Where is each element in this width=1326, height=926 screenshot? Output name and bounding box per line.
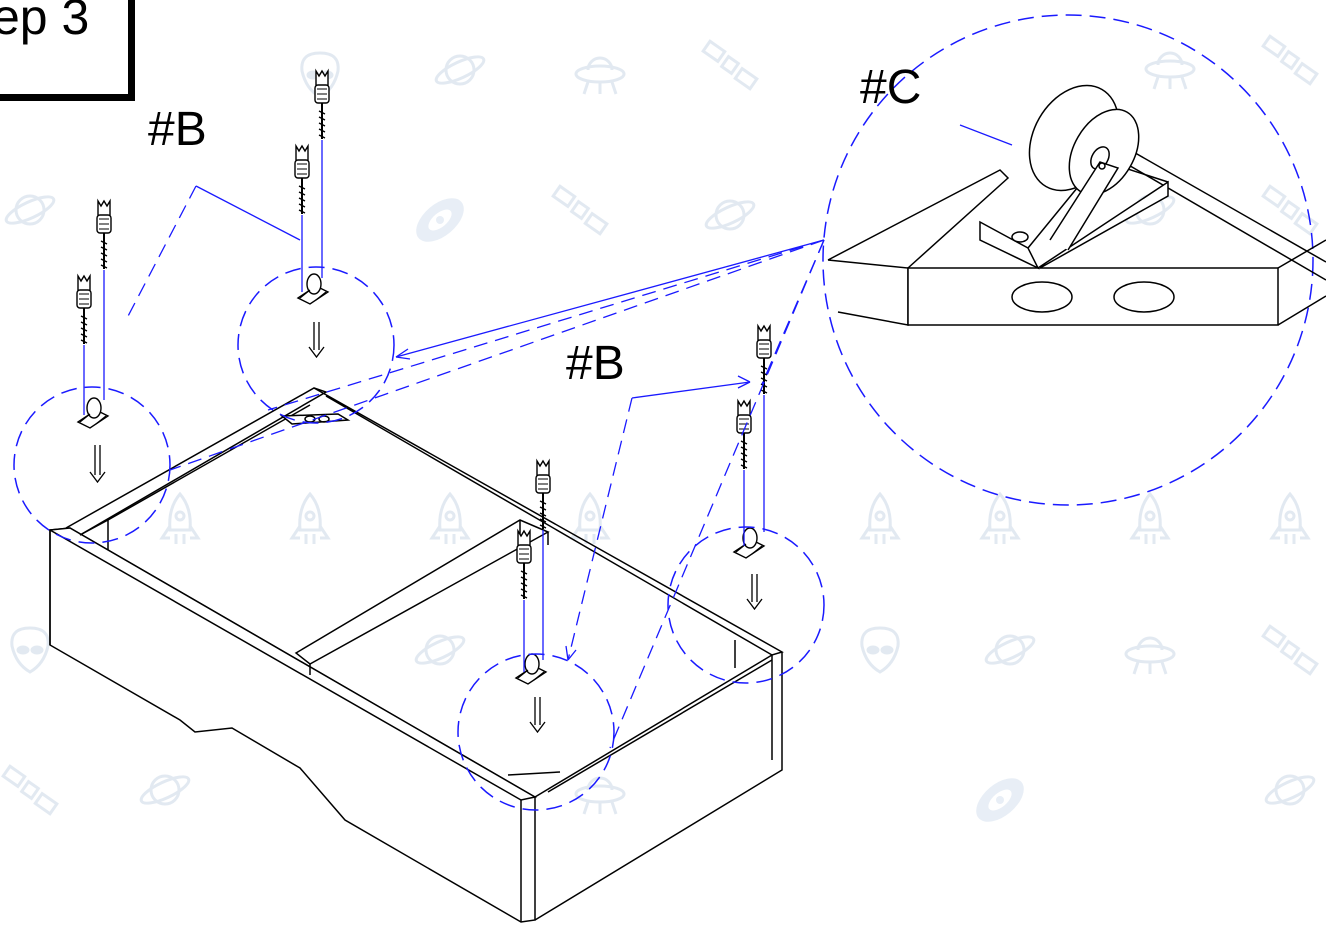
callout-c: #C — [860, 61, 922, 114]
down-arrows — [89, 322, 763, 734]
callout-leaders — [125, 124, 1013, 749]
detail-c-view — [827, 84, 1326, 326]
step-label: ep 3 — [0, 0, 90, 45]
guide-lines — [83, 140, 765, 672]
step-box: ep 3 — [0, 0, 132, 98]
callout-b-left: #B — [148, 103, 207, 156]
callout-b-right: #B — [566, 337, 625, 390]
detail-circles — [13, 14, 1314, 811]
